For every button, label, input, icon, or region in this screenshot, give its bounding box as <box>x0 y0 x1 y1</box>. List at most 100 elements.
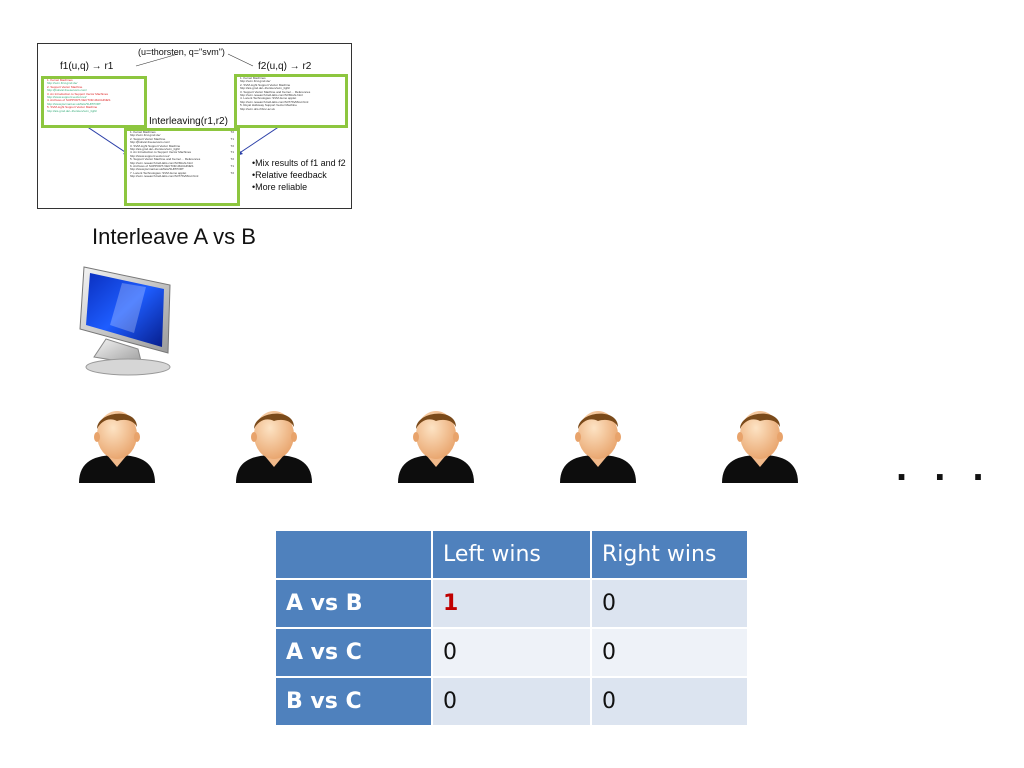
table-row: B vs C 0 0 <box>274 676 749 727</box>
ranking-line: http://www.support-vector.net/ <box>47 94 141 99</box>
ranking-line: http://svm.dcs.rhbnc.ac.uk <box>240 106 342 111</box>
ellipsis: . . . <box>896 445 992 489</box>
header-right-wins: Right wins <box>590 529 749 580</box>
right-wins-cell: 0 <box>590 578 749 629</box>
ranking-text: http://jbolivar.freeservers.com/ <box>130 140 171 145</box>
ranking-text: http://svm.first.gmd.de/ <box>130 133 161 138</box>
ranking-text: 4. Archives of SUPPORT-VECTOR-MACHINES <box>47 98 111 103</box>
ranking-text: 5. Royal Holloway Support Vector Machine <box>240 103 297 108</box>
ranking-line: 4. Archives of SUPPORT-VECTOR-MACHINES <box>47 98 141 103</box>
left-wins-cell: 0 <box>431 676 592 727</box>
team-tag: T1 <box>230 163 234 168</box>
ranking-line: 2. SVM-Light Support Vector Machine <box>240 82 342 87</box>
ranking-text: http://www.support-vector.net/ <box>130 153 170 158</box>
ranking-line: http://www.jiscmail.ac.uk/lists/SUPPORT <box>47 101 141 106</box>
table-row: A vs C 0 0 <box>274 627 749 678</box>
ranking-line: http://ais.gmd.de/~thorsten/svm_light/ <box>130 146 234 151</box>
team-tag: T1 <box>230 150 234 155</box>
ranking-text: 3. Support Vector Machine and Kernel ...… <box>240 89 311 94</box>
ranking-line: http://svm.research.bell-labs.com/SVT/SV… <box>240 100 342 104</box>
ranking-text: http://ais.gmd.de/~thorsten/svm_light/ <box>130 146 180 151</box>
ranking-text: http://ais.gmd.de/~thorsten/svm_light/ <box>47 108 97 113</box>
ranking-line: http://ais.gmd.de/~thorsten/svm_light/ <box>240 86 342 91</box>
ranking-line: http://jbolivar.freeservers.com/ <box>47 88 141 93</box>
ranking-text: http://www.jiscmail.ac.uk/lists/SUPPORT <box>130 167 184 172</box>
right-wins-cell: 0 <box>590 627 749 678</box>
row-label: A vs B <box>274 578 433 629</box>
header-left-wins: Left wins <box>431 529 592 580</box>
ranking-text: http://svm.research.bell-labs.com/SVMref… <box>240 92 303 97</box>
ranking-line: 5. Royal Holloway Support Vector Machine <box>240 103 342 108</box>
ranking-line: http://svm.first.gmd.de/ <box>240 79 342 84</box>
team-tag: T2 <box>230 131 234 134</box>
ranking-text: 5. Support Vector Machine and Kernel ...… <box>130 157 201 162</box>
ranking-text: 1. Kernel Machines <box>47 79 73 82</box>
ranking-line: http://www.support-vector.net/ <box>130 153 234 158</box>
monitor-icon <box>79 266 171 376</box>
ranking-text: http://ais.gmd.de/~thorsten/svm_light/ <box>240 86 290 91</box>
f1-label: f1(u,q) → r1 <box>60 61 114 72</box>
row-label: B vs C <box>274 676 433 727</box>
ranking-line: http://svm.research.bell-labs.com/SVT/SV… <box>130 174 234 179</box>
ranking-text: http://www.support-vector.net/ <box>47 94 87 99</box>
right-wins-cell: 0 <box>590 676 749 727</box>
ranking-text: http://svm.dcs.rhbnc.ac.uk <box>240 106 275 111</box>
ranking-text: http://svm.research.bell-labs.com/SVMref… <box>130 160 193 165</box>
ranking-text: 4. Lucent Technologies: SVM demo applet <box>240 96 297 101</box>
team-tag: T2 <box>230 157 234 162</box>
f2-label: f2(u,q) → r2 <box>258 61 312 72</box>
ranking-line: http://ais.gmd.de/~thorsten/svm_light/ <box>47 108 141 113</box>
ranking-text: http://www.jiscmail.ac.uk/lists/SUPPORT <box>47 101 101 106</box>
ranking-text: 3. An Introduction to Support Vector Mac… <box>47 91 109 96</box>
ranking-line: 2. Support Vector Machine <box>47 85 141 89</box>
ranking-line: 5. Support Vector Machine and Kernel ...… <box>130 157 234 162</box>
header-blank <box>274 529 433 580</box>
ranking-text: 6. Archives of SUPPORT-VECTOR-MACHINES <box>130 163 194 168</box>
left-wins-cell: 1 <box>431 578 592 629</box>
ranking-line: http://www.jiscmail.ac.uk/lists/SUPPORT <box>130 167 234 172</box>
team-tag: T2 <box>230 143 234 148</box>
ranking-line: 1. Kernel Machines T2 <box>130 131 234 134</box>
ranking-line: 1. Kernel Machines <box>47 79 141 82</box>
ranking-line: 4. An Introduction to Support Vector Mac… <box>130 150 234 155</box>
ranking-line: 5. SVM-Light Support Vector Machine <box>47 105 141 110</box>
person-icon <box>722 411 798 483</box>
ranking-line: http://jbolivar.freeservers.com/ <box>130 140 234 145</box>
ranking-line: http://svm.research.bell-labs.com/SVMref… <box>240 92 342 97</box>
ranking-text: http://jbolivar.freeservers.com/ <box>47 88 88 93</box>
ranking-text: 4. An Introduction to Support Vector Mac… <box>130 150 192 155</box>
ranking-line: http://svm.first.gmd.de/ <box>130 133 234 138</box>
person-icon <box>560 411 636 483</box>
bullet-3: •More reliable <box>252 182 308 192</box>
left-wins-value: 1 <box>443 591 459 616</box>
person-icon <box>79 411 155 483</box>
figure-bullets: •Mix results of f1 and f2 •Relative feed… <box>252 157 346 193</box>
table-header-row: Left wins Right wins <box>274 529 749 580</box>
bullet-1: •Mix results of f1 and f2 <box>252 158 346 168</box>
ranking-line: 6. Archives of SUPPORT-VECTOR-MACHINES T1 <box>130 163 234 168</box>
ranking-text: 1. Kernel Machines <box>130 131 156 134</box>
ranking-text: http://svm.research.bell-labs.com/SVT/SV… <box>130 174 199 179</box>
ranking-text: 2. SVM-Light Support Vector Machine <box>240 82 291 87</box>
ranking-line: http://svm.research.bell-labs.com/SVMref… <box>130 160 234 165</box>
query-label: (u=thorsten, q="svm") <box>138 47 225 57</box>
caption: Interleave A vs B <box>92 224 256 249</box>
ranking-line: 3. Support Vector Machine and Kernel ...… <box>240 89 342 94</box>
person-icon <box>236 411 312 483</box>
ranking-text: 5. SVM-Light Support Vector Machine <box>47 105 98 110</box>
ranking-text: http://svm.first.gmd.de/ <box>240 79 271 84</box>
ranking-text: http://svm.first.gmd.de/ <box>47 81 78 86</box>
bullet-2: •Relative feedback <box>252 170 327 180</box>
team-tag: T2 <box>230 170 234 175</box>
ranking-line: 4. Lucent Technologies: SVM demo applet <box>240 96 342 101</box>
interleaving-figure: (u=thorsten, q="svm") f1(u,q) → r1 f2(u,… <box>37 43 352 209</box>
row-label: A vs C <box>274 627 433 678</box>
